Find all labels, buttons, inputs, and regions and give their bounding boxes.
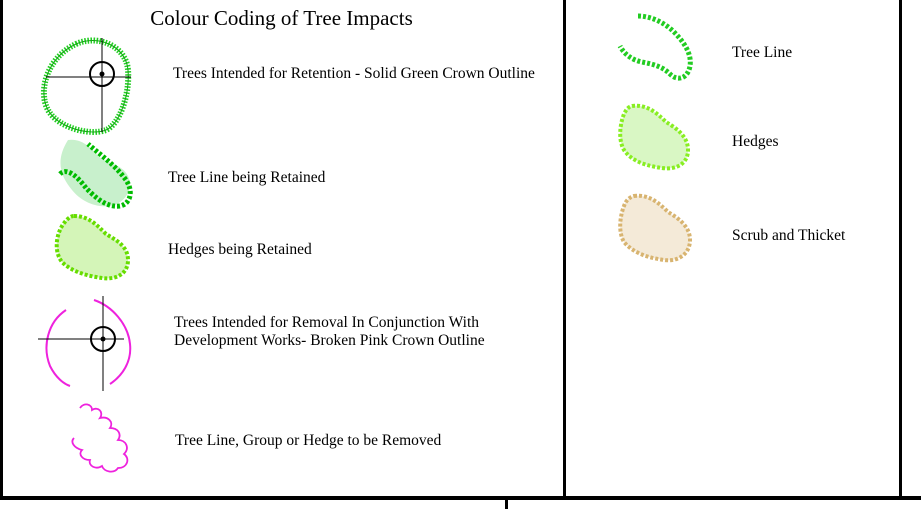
lower-divider xyxy=(505,496,508,509)
retained-hedge-icon xyxy=(54,213,131,281)
removed-tree-line-label: Tree Line, Group or Hedge to be Removed xyxy=(175,432,442,449)
hedge-icon xyxy=(618,103,691,171)
retained-tree-line-icon xyxy=(58,139,133,209)
retained-hedge-label: Hedges being Retained xyxy=(168,241,312,258)
panel-divider xyxy=(563,0,566,499)
bottom-border xyxy=(0,496,921,500)
retained-tree-label: Trees Intended for Retention - Solid Gre… xyxy=(173,65,535,82)
removed-tree-label: Trees Intended for Removal In Conjunctio… xyxy=(174,314,485,349)
scrub-thicket-label: Scrub and Thicket xyxy=(732,227,846,244)
scrub-thicket-icon xyxy=(618,193,693,263)
retained-tree-line-label: Tree Line being Retained xyxy=(168,169,326,186)
tree-line-icon xyxy=(617,13,693,81)
right-border xyxy=(899,0,902,499)
tree-line-label: Tree Line xyxy=(732,44,793,61)
removed-tree-line-icon xyxy=(71,403,129,473)
removed-tree-icon xyxy=(38,296,132,391)
retained-tree-icon xyxy=(40,37,132,135)
legend-title: Colour Coding of Tree Impacts xyxy=(150,6,413,30)
left-border xyxy=(0,0,3,499)
hedge-label: Hedges xyxy=(732,133,779,150)
